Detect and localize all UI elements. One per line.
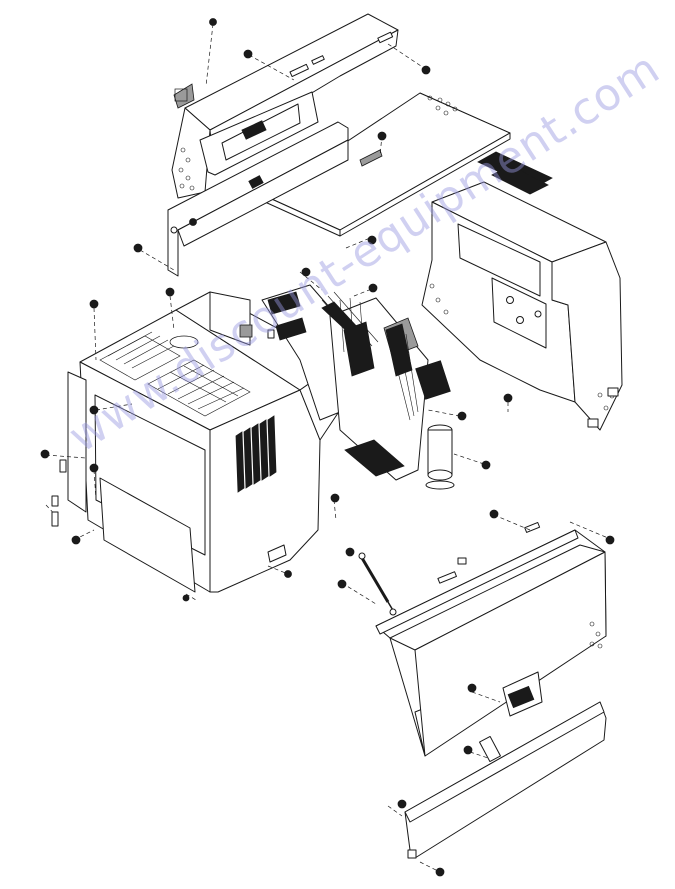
gas-strut <box>358 552 397 616</box>
bottom-kick-plate <box>404 701 607 859</box>
roof-panel <box>264 92 553 237</box>
side-door-panel <box>375 522 607 757</box>
cooling-fins <box>235 415 277 493</box>
air-cleaner <box>425 424 455 490</box>
hardware <box>40 18 615 877</box>
radiator-core <box>261 284 451 481</box>
top-front-cover <box>171 13 399 199</box>
rear-cowl <box>421 181 623 431</box>
front-lower-trim <box>167 121 349 277</box>
